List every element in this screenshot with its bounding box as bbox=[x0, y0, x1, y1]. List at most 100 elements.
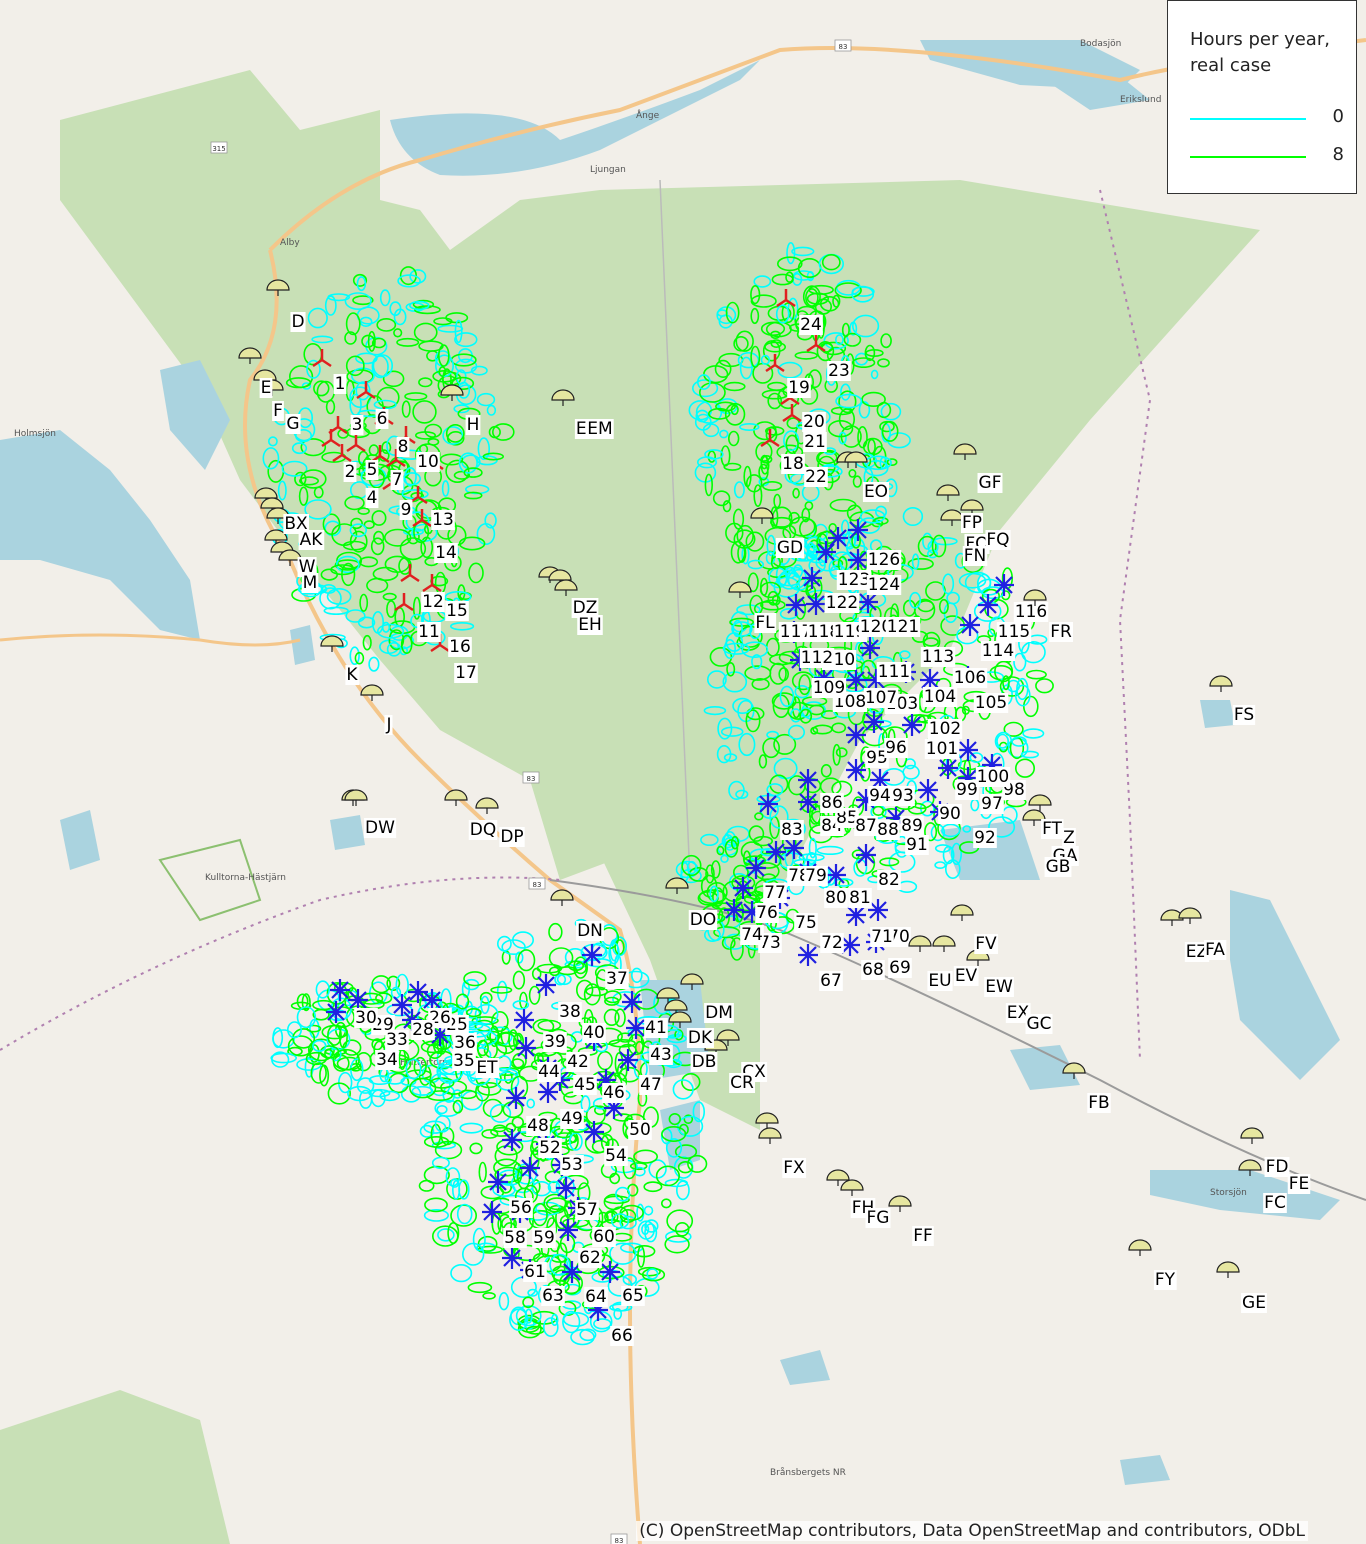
receptor-marker[interactable] bbox=[1216, 1261, 1240, 1278]
receptor-marker[interactable] bbox=[1023, 589, 1047, 606]
receptor-marker[interactable] bbox=[665, 877, 689, 894]
turbine-marker[interactable] bbox=[782, 404, 802, 423]
receptor-marker[interactable] bbox=[716, 1029, 740, 1046]
turbine-marker[interactable] bbox=[346, 434, 366, 453]
turbine-marker[interactable] bbox=[776, 289, 796, 308]
turbine-marker[interactable] bbox=[760, 429, 780, 448]
receptor-marker[interactable] bbox=[1178, 907, 1202, 924]
turbine-marker[interactable] bbox=[422, 574, 442, 593]
receptor-marker[interactable] bbox=[1238, 1159, 1262, 1176]
receptor-marker[interactable] bbox=[475, 797, 499, 814]
turbine-marker[interactable] bbox=[600, 1261, 620, 1283]
turbine-marker[interactable] bbox=[348, 989, 368, 1011]
turbine-marker[interactable] bbox=[724, 899, 744, 921]
turbine-marker[interactable] bbox=[958, 767, 978, 789]
turbine-marker[interactable] bbox=[758, 793, 778, 815]
turbine-marker[interactable] bbox=[556, 1177, 576, 1199]
turbine-marker[interactable] bbox=[562, 1261, 582, 1283]
turbine-marker[interactable] bbox=[626, 1017, 646, 1039]
receptor-marker[interactable] bbox=[320, 635, 344, 652]
turbine-marker[interactable] bbox=[394, 593, 414, 612]
receptor-marker[interactable] bbox=[668, 1011, 692, 1028]
turbine-marker[interactable] bbox=[798, 944, 818, 966]
turbine-marker[interactable] bbox=[806, 334, 826, 353]
receptor-marker[interactable] bbox=[953, 443, 977, 460]
turbine-marker[interactable] bbox=[806, 593, 826, 615]
turbine-marker[interactable] bbox=[312, 349, 332, 368]
turbine-marker[interactable] bbox=[864, 711, 884, 733]
turbine-marker[interactable] bbox=[918, 779, 938, 801]
turbine-marker[interactable] bbox=[826, 864, 846, 886]
turbine-marker[interactable] bbox=[798, 769, 818, 791]
turbine-marker[interactable] bbox=[856, 789, 876, 811]
turbine-marker[interactable] bbox=[846, 669, 866, 691]
turbine-marker[interactable] bbox=[920, 669, 940, 691]
receptor-marker[interactable] bbox=[826, 1169, 850, 1186]
turbine-marker[interactable] bbox=[868, 899, 888, 921]
turbine-marker[interactable] bbox=[536, 974, 556, 996]
receptor-marker[interactable] bbox=[755, 1112, 779, 1129]
receptor-marker[interactable] bbox=[444, 789, 468, 806]
receptor-marker[interactable] bbox=[844, 451, 868, 468]
turbine-marker[interactable] bbox=[802, 567, 822, 589]
turbine-marker[interactable] bbox=[588, 1299, 608, 1321]
turbine-marker[interactable] bbox=[902, 714, 922, 736]
receptor-marker[interactable] bbox=[1209, 675, 1233, 692]
turbine-marker[interactable] bbox=[584, 1121, 604, 1143]
turbine-marker[interactable] bbox=[982, 754, 1002, 776]
turbine-marker[interactable] bbox=[502, 1129, 522, 1151]
turbine-marker[interactable] bbox=[604, 1097, 624, 1119]
turbine-marker[interactable] bbox=[400, 564, 420, 583]
turbine-marker[interactable] bbox=[502, 1247, 522, 1269]
receptor-marker[interactable] bbox=[728, 581, 752, 598]
turbine-marker[interactable] bbox=[978, 594, 998, 616]
turbine-marker[interactable] bbox=[858, 591, 878, 613]
turbine-marker[interactable] bbox=[960, 614, 980, 636]
turbine-marker[interactable] bbox=[866, 669, 886, 691]
receptor-marker[interactable] bbox=[551, 389, 575, 406]
turbine-marker[interactable] bbox=[422, 989, 442, 1011]
receptor-marker[interactable] bbox=[932, 935, 956, 952]
receptor-marker[interactable] bbox=[266, 279, 290, 296]
turbine-marker[interactable] bbox=[520, 1157, 540, 1179]
receptor-marker[interactable] bbox=[1022, 809, 1046, 826]
turbine-marker[interactable] bbox=[430, 1024, 450, 1046]
receptor-marker[interactable] bbox=[750, 507, 774, 524]
turbine-marker[interactable] bbox=[733, 877, 753, 899]
turbine-marker[interactable] bbox=[848, 519, 868, 541]
turbine-marker[interactable] bbox=[488, 1171, 508, 1193]
receptor-marker[interactable] bbox=[680, 973, 704, 990]
turbine-marker[interactable] bbox=[321, 429, 341, 448]
turbine-marker[interactable] bbox=[846, 759, 866, 781]
turbine-marker[interactable] bbox=[870, 769, 890, 791]
turbine-marker[interactable] bbox=[786, 594, 806, 616]
receptor-marker[interactable] bbox=[1240, 1127, 1264, 1144]
turbine-marker[interactable] bbox=[516, 1037, 536, 1059]
turbine-marker[interactable] bbox=[538, 1081, 558, 1103]
receptor-marker[interactable] bbox=[1028, 794, 1052, 811]
receptor-marker[interactable] bbox=[238, 347, 262, 364]
turbine-marker[interactable] bbox=[392, 994, 412, 1016]
receptor-marker[interactable] bbox=[550, 889, 574, 906]
turbine-marker[interactable] bbox=[994, 574, 1014, 596]
receptor-marker[interactable] bbox=[936, 484, 960, 501]
turbine-marker[interactable] bbox=[408, 981, 428, 1003]
receptor-marker[interactable] bbox=[888, 1195, 912, 1212]
turbine-marker[interactable] bbox=[846, 904, 866, 926]
turbine-marker[interactable] bbox=[784, 837, 804, 859]
turbine-marker[interactable] bbox=[622, 991, 642, 1013]
turbine-marker[interactable] bbox=[938, 757, 958, 779]
turbine-marker[interactable] bbox=[886, 807, 906, 829]
turbine-marker[interactable] bbox=[958, 739, 978, 761]
receptor-marker[interactable] bbox=[950, 904, 974, 921]
turbine-marker[interactable] bbox=[798, 791, 818, 813]
receptor-marker[interactable] bbox=[1062, 1062, 1086, 1079]
receptor-marker[interactable] bbox=[908, 935, 932, 952]
turbine-marker[interactable] bbox=[330, 979, 350, 1001]
receptor-marker[interactable] bbox=[758, 1127, 782, 1144]
turbine-marker[interactable] bbox=[742, 901, 762, 923]
turbine-marker[interactable] bbox=[386, 449, 406, 468]
turbine-marker[interactable] bbox=[356, 381, 376, 400]
turbine-marker[interactable] bbox=[765, 354, 785, 373]
turbine-marker[interactable] bbox=[766, 841, 786, 863]
